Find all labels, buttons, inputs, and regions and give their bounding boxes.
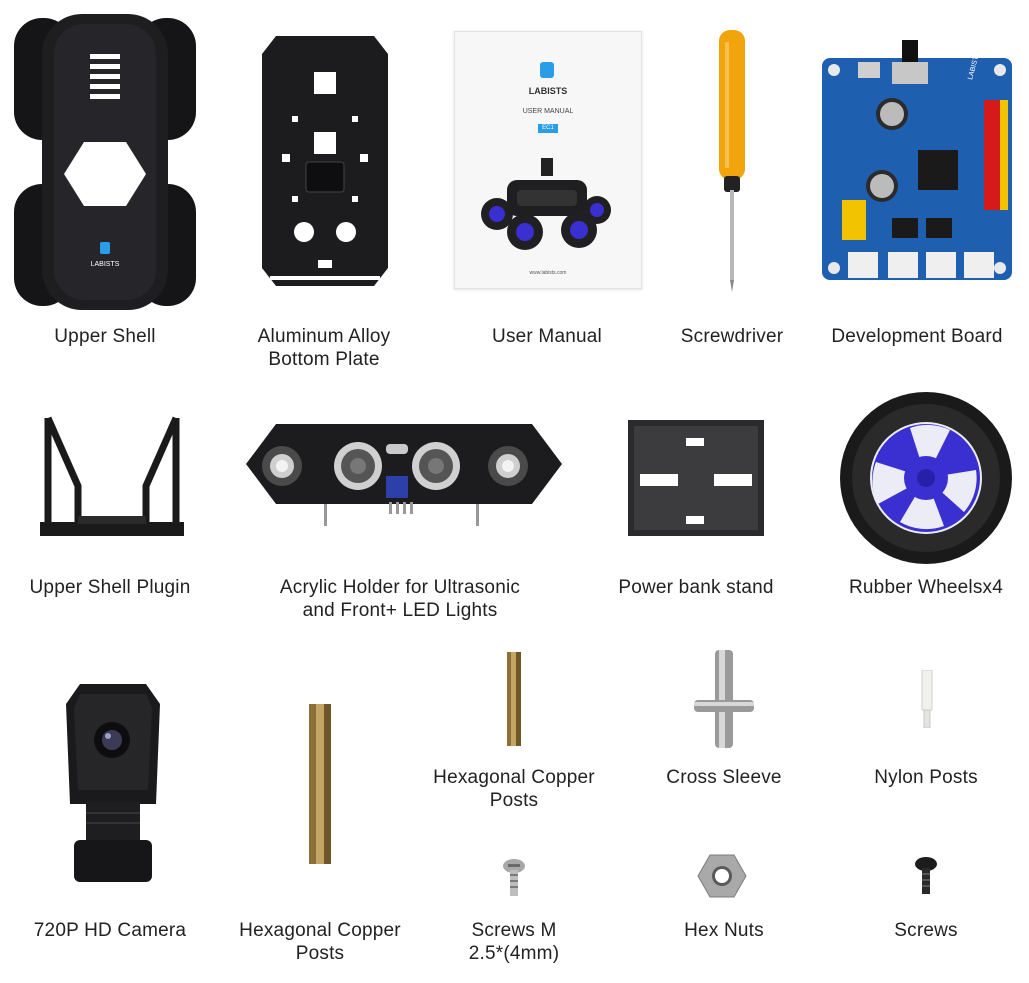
screwdriver-icon: [716, 30, 748, 292]
screw-icon: [914, 856, 938, 896]
item-label: 720P HD Camera: [33, 920, 187, 941]
svg-text:LABISTS: LABISTS: [91, 261, 120, 268]
item-label-line1: Aluminum Alloy: [257, 326, 391, 347]
item-label: Development Board: [831, 326, 1003, 347]
robot-car-image: [477, 150, 617, 260]
cross-sleeve-icon: [694, 650, 754, 750]
upper-shell-icon: LABISTS: [14, 14, 196, 310]
nylon-post-icon: [920, 670, 934, 728]
screw-m25-icon: [502, 858, 526, 898]
item-label: Nylon Posts: [874, 767, 978, 788]
item-label: Hex Nuts: [684, 920, 764, 941]
user-manual-icon: LABISTS USER MANUAL EC1 www.labists.com: [454, 31, 642, 289]
long-copper-post-icon: [309, 704, 331, 864]
manual-title: USER MANUAL: [522, 108, 574, 115]
camera-icon: [66, 684, 160, 884]
item-label-line1: Hexagonal Copper: [239, 920, 401, 941]
item-label: Cross Sleeve: [666, 767, 782, 788]
hex-nut-icon: [697, 854, 747, 898]
item-label-line1: Acrylic Holder for Ultrasonic: [279, 577, 521, 598]
item-label-line2: Posts: [489, 790, 539, 811]
item-label: Rubber Wheelsx4: [848, 577, 1004, 598]
labists-logo-icon: [540, 62, 554, 78]
item-label: User Manual: [492, 326, 602, 347]
item-label-line1: Hexagonal Copper: [433, 767, 595, 788]
manual-brand: LABISTS: [528, 86, 568, 96]
ultrasonic-holder-icon: [246, 424, 562, 528]
item-label: Power bank stand: [618, 577, 774, 598]
item-label: Screws: [894, 920, 958, 941]
item-label: Upper Shell: [54, 326, 156, 347]
item-label: Upper Shell Plugin: [29, 577, 191, 598]
item-label-line2: Bottom Plate: [268, 349, 380, 370]
bottom-plate-icon: [262, 36, 388, 286]
item-label-line1: Screws M: [471, 920, 557, 941]
manual-url: www.labists.com: [529, 270, 567, 276]
manual-model: EC1: [538, 124, 558, 133]
development-board-icon: LABISTS: [822, 40, 1012, 284]
rubber-wheel-icon: [840, 392, 1012, 564]
short-copper-post-icon: [507, 652, 521, 746]
shell-plugin-icon: [38, 416, 186, 538]
item-label: Screwdriver: [680, 326, 784, 347]
power-bank-stand-icon: [626, 418, 766, 538]
item-label-line2: Posts: [295, 943, 345, 964]
item-label-line2: and Front+ LED Lights: [302, 600, 498, 621]
item-label-line2: 2.5*(4mm): [468, 943, 560, 964]
